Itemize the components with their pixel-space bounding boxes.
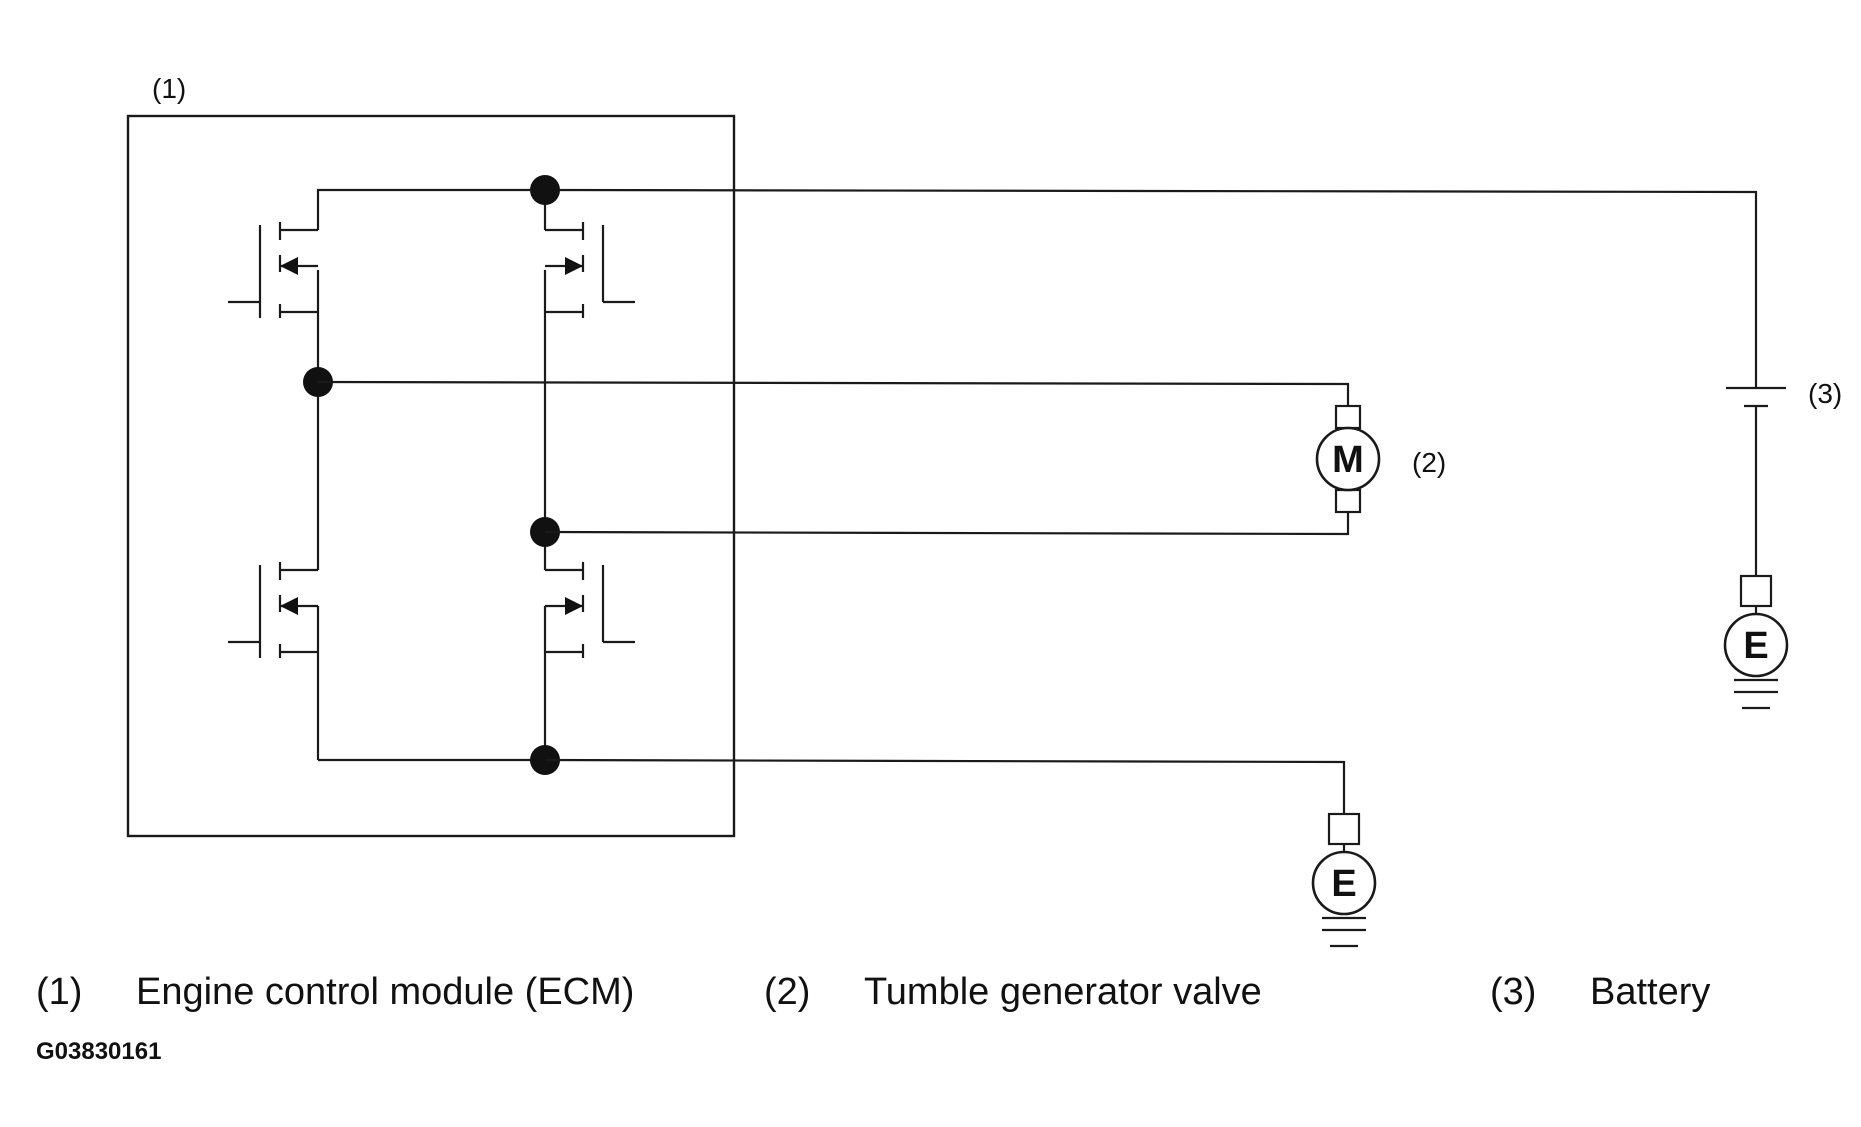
ecm-box: [126, 114, 736, 838]
ground-label-ecm: E: [1331, 863, 1356, 905]
legend-text-ecm: Engine control module (ECM): [136, 971, 635, 1013]
ground-label-battery: E: [1743, 625, 1768, 667]
transistor-lower-right: [545, 562, 635, 658]
ecm-ground-wire: [544, 758, 1346, 814]
legend-item-battery: (3) Battery: [1490, 970, 1710, 1014]
ground-symbol-battery: E: [1723, 574, 1789, 710]
battery-callout: (3): [1808, 378, 1842, 409]
top-rail: [316, 188, 1758, 388]
ecm-callout: (1): [152, 73, 186, 104]
motor-label: M: [1332, 439, 1364, 481]
battery-symbol: [1726, 386, 1786, 576]
legend-item-ecm: (1) Engine control module (ECM): [36, 970, 634, 1014]
junction-top: [530, 175, 560, 205]
legend-text-battery: Battery: [1590, 971, 1711, 1013]
motor-callout: (2): [1412, 447, 1446, 478]
transistor-upper-left: [228, 222, 318, 318]
legend-num-battery: (3): [1490, 971, 1537, 1013]
left-column-wires: [316, 270, 545, 762]
transistor-upper-right: [545, 222, 635, 318]
motor-wires: [317, 380, 1350, 536]
motor-symbol: M: [1315, 404, 1381, 514]
ground-symbol-ecm: E: [1311, 812, 1377, 948]
legend-text-valve: Tumble generator valve: [864, 971, 1262, 1013]
figure-id: G03830161: [36, 1038, 162, 1065]
transistor-lower-left: [228, 562, 318, 658]
legend-num-valve: (2): [764, 971, 811, 1013]
legend-item-valve: (2) Tumble generator valve: [764, 970, 1262, 1014]
legend-num-ecm: (1): [36, 971, 83, 1013]
